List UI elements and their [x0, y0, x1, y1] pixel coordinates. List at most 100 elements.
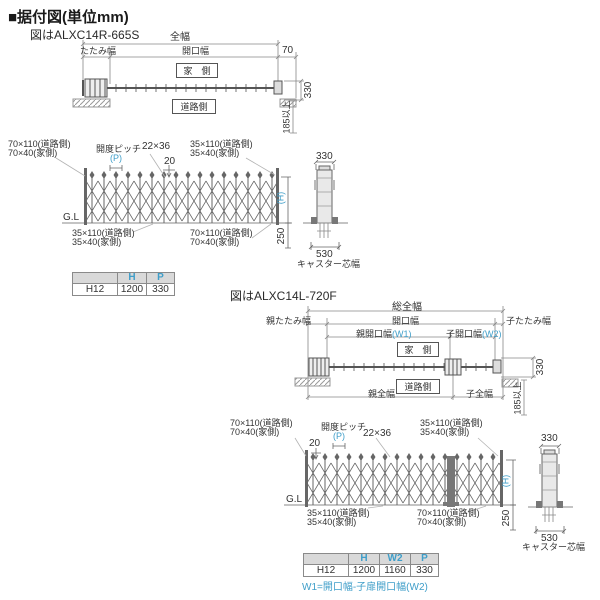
plan1-dim-70: 70: [282, 45, 294, 56]
elev1-top-left-house-label: 70×40(家側): [8, 148, 58, 158]
plan2-gate-drawing: [308, 357, 502, 377]
plan1-dim-185: 185以上: [281, 100, 292, 134]
elev2-top-right-house-label: 35×40(家側): [420, 427, 470, 437]
table1-header-blank: [72, 272, 118, 284]
elev1-bottom-right-house-label: 70×40(家側): [190, 237, 240, 247]
plan2-end-post: [492, 359, 502, 374]
post1-caster-right: [332, 217, 338, 224]
post2-caster-left: [536, 501, 542, 508]
plan2-parent-total-label: 親全幅: [368, 389, 396, 399]
plan2-wall-hatch: [294, 377, 519, 388]
table2-cell-h: 1200: [348, 564, 380, 577]
plan1-wall-hatch: [72, 98, 297, 108]
elev1-gl-label: G.L: [63, 212, 80, 223]
plan1-total-width-label: 全幅: [170, 32, 190, 43]
elev1-pitch-p-label: (P): [110, 153, 122, 163]
table-row: H12 1200 1160 330: [303, 564, 439, 577]
table1-cell-p: 330: [146, 283, 175, 296]
elev2-bottom-left-house-label: 35×40(家側): [307, 517, 357, 527]
plan2-opening-width-label: 開口幅: [392, 316, 420, 326]
table2-cell-model: H12: [303, 564, 349, 577]
elev2-bottom-left-road-label: 35×110(道路側): [307, 508, 370, 518]
subtitle-alxc14l: 図はALXC14L-720F: [230, 289, 337, 303]
elev1-top-right-house-label: 35×40(家側): [190, 148, 240, 158]
child-opening-text: 子開口幅: [446, 329, 483, 339]
plan1-end-post: [273, 80, 283, 95]
elev2-top-right-road-label: 35×110(道路側): [420, 418, 483, 428]
post1-caster-label: キャスター芯幅: [297, 259, 361, 269]
elev2-dim-h: (H): [500, 474, 511, 488]
elev2-dim-250: 250: [500, 509, 512, 527]
child-opening-w2: (W2): [482, 329, 502, 339]
table2-header-p: P: [410, 553, 439, 565]
plan-view-r-drawing: [72, 40, 304, 134]
post2-drawing: [528, 443, 573, 534]
plan2-grand-total-width-label: 総全幅: [392, 302, 422, 313]
elev1-accordion-gate: [86, 170, 278, 223]
plan2-dimension-lines: [305, 306, 536, 416]
plan1-opening-width-label: 開口幅: [182, 46, 210, 56]
plan2-parent-folded-stack: [308, 357, 330, 377]
elev1-dim-20: 20: [164, 156, 176, 167]
elev2-pitch-p-label: (P): [333, 431, 345, 441]
elev2-accordion-gate: [307, 452, 503, 505]
w1-formula-note: W1=開口幅-子扉開口幅(W2): [302, 582, 428, 593]
plan2-child-total-label: 子全幅: [466, 389, 494, 399]
elev1-top-right-road-label: 35×110(道路側): [190, 139, 253, 149]
plan1-folded-stack: [84, 78, 108, 98]
elev2-right-post: [500, 450, 503, 507]
post2-caster-label: キャスター芯幅: [522, 542, 586, 552]
parent-opening-w1: (W1): [392, 329, 412, 339]
plan2-road-side-box: 道路側: [396, 379, 440, 394]
elev2-top-left-house-label: 70×40(家側): [230, 427, 280, 437]
plan2-house-side-box: 家 側: [397, 342, 439, 357]
post1-drawing: [303, 159, 348, 250]
plan2-dim-185: 185以上: [512, 381, 523, 415]
plan1-road-side-box: 道路側: [172, 99, 216, 114]
subtitle-alxc14r: 図はALXC14R-665S: [30, 28, 140, 42]
elev2-left-post: [305, 450, 308, 507]
table2-header-h: H: [348, 553, 380, 565]
post2-dim-530: 530: [541, 533, 558, 544]
plan1-dim-330: 330: [302, 81, 314, 99]
plan1-fold-width-label: たたみ幅: [80, 46, 117, 56]
post2-caster-right: [557, 501, 563, 508]
elev2-bottom-right-house-label: 70×40(家側): [417, 517, 467, 527]
plan2-child-fold-width-label: 子たたみ幅: [506, 316, 552, 326]
plan2-parent-fold-width-label: 親たたみ幅: [266, 316, 312, 326]
elev1-pitch-label: 開度ピッチ: [96, 144, 142, 154]
elev1-leader-lines: [55, 153, 276, 239]
plan1-gate-drawing: [82, 78, 283, 98]
plan1-house-side-box: 家 側: [176, 63, 218, 78]
table1-header-p: P: [146, 272, 175, 284]
table2-header-blank: [303, 553, 349, 565]
table2-header-w2: W2: [379, 553, 411, 565]
post1-dim-530: 530: [316, 249, 333, 260]
post1-dim-330: 330: [316, 151, 333, 162]
table2-cell-p: 330: [410, 564, 439, 577]
post2-dim-330: 330: [541, 433, 558, 444]
elev1-dim-h: (H): [275, 191, 286, 205]
elev2-dimension-lines: [311, 443, 516, 531]
elev1-right-post: [276, 168, 279, 225]
elev2-leader-lines: [294, 437, 499, 513]
elev2-gl-label: G.L: [286, 494, 303, 505]
post1-caster-left: [311, 217, 317, 224]
parent-opening-text: 親開口幅: [356, 329, 393, 339]
elev1-dim-250: 250: [275, 227, 287, 245]
spec-table-r: H P H12 1200 330: [72, 272, 175, 296]
elev1-bottom-left-road-label: 35×110(道路側): [72, 228, 135, 238]
page-title: ■据付図(単位mm): [8, 9, 129, 26]
plan2-dim-330: 330: [534, 358, 546, 376]
elev2-dim-22x36: 22×36: [363, 428, 392, 439]
elevation-l-drawing: [284, 437, 573, 534]
elev2-dim-20: 20: [309, 438, 321, 449]
elev1-left-post: [84, 168, 87, 225]
table1-cell-model: H12: [72, 283, 118, 296]
elev1-dimension-lines: [109, 165, 291, 249]
elev2-pitch-label: 開度ピッチ: [321, 422, 367, 432]
plan2-child-opening-label: 子開口幅(W2): [446, 329, 502, 339]
elev2-middle-post: [447, 456, 455, 507]
elev1-bottom-right-road-label: 70×110(道路側): [190, 228, 253, 238]
